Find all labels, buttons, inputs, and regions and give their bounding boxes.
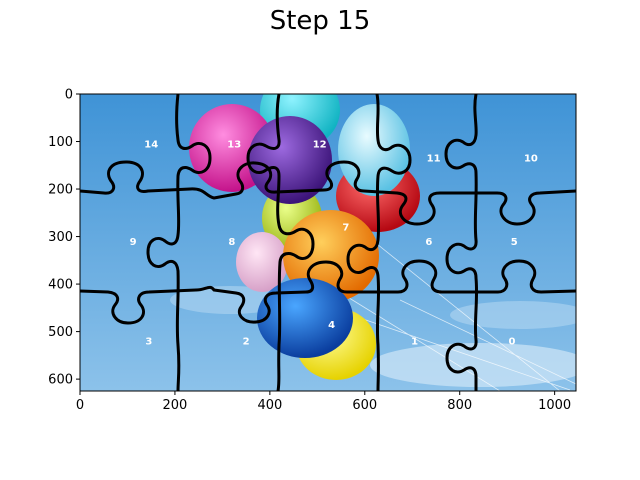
x-tick-label: 0	[76, 398, 84, 413]
piece-number-10: 10	[524, 154, 538, 165]
piece-number-5: 5	[511, 237, 518, 248]
y-axis: 0 100 200 300 400 500 600	[48, 88, 80, 388]
x-tick-label: 600	[352, 398, 377, 413]
y-tick-label: 400	[48, 278, 73, 293]
balloon-pink	[236, 232, 288, 292]
piece-number-2: 2	[243, 337, 250, 348]
balloon-cyan	[338, 104, 410, 196]
piece-number-9: 9	[130, 237, 137, 248]
y-tick-label: 0	[65, 88, 73, 103]
piece-number-12: 12	[313, 139, 327, 150]
x-tick-label: 1000	[538, 398, 571, 413]
balloon-blue	[257, 278, 353, 358]
piece-number-0: 0	[508, 337, 515, 348]
piece-number-4: 4	[328, 320, 335, 331]
x-tick-label: 200	[163, 398, 188, 413]
piece-number-11: 11	[427, 154, 441, 165]
puzzle-cut-lines	[80, 94, 576, 391]
y-tick-label: 500	[48, 325, 73, 340]
piece-number-14: 14	[144, 139, 158, 150]
piece-number-13: 13	[227, 139, 241, 150]
piece-number-1: 1	[411, 337, 418, 348]
y-tick-label: 600	[48, 373, 73, 388]
piece-number-6: 6	[425, 237, 432, 248]
x-tick-label: 800	[447, 398, 472, 413]
x-tick-label: 400	[257, 398, 282, 413]
x-axis: 0 200 400 600 800 1000	[76, 391, 571, 413]
piece-number-3: 3	[145, 337, 152, 348]
piece-number-8: 8	[228, 237, 235, 248]
y-tick-label: 300	[48, 230, 73, 245]
y-tick-label: 200	[48, 183, 73, 198]
y-tick-label: 100	[48, 135, 73, 150]
axes-frame	[79, 93, 577, 392]
figure-title: Step 15	[269, 6, 371, 36]
piece-number-7: 7	[342, 223, 349, 234]
